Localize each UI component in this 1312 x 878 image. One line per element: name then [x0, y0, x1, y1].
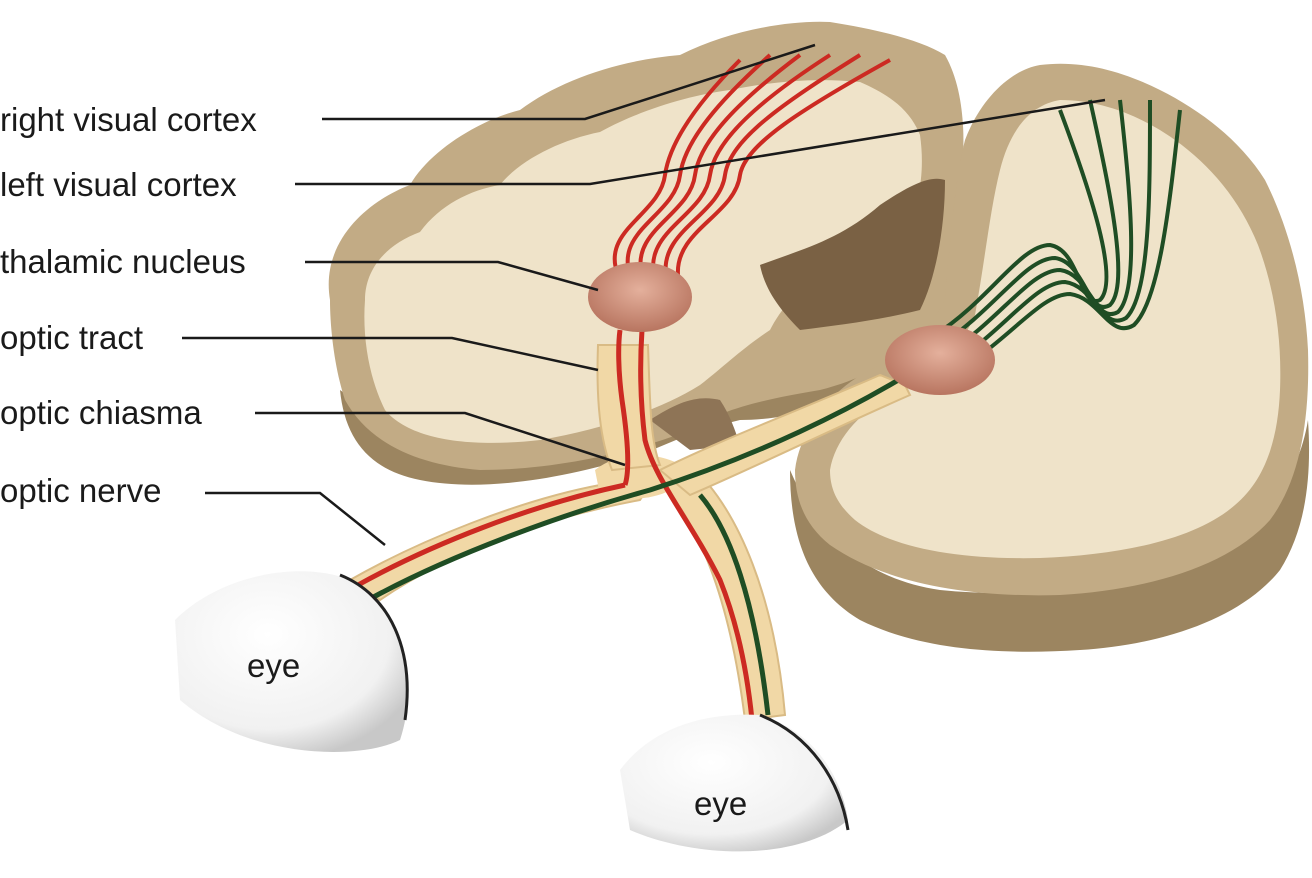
green-optic-radiation [933, 99, 1182, 374]
green-fiber-right-nerve [698, 493, 771, 716]
thalamic-nucleus-left [885, 325, 995, 395]
label-right-visual-cortex: right visual cortex [0, 101, 257, 138]
leader-thalamic-nucleus [305, 260, 599, 292]
label-eye-right: eye [694, 785, 747, 822]
label-optic-nerve: optic nerve [0, 472, 161, 509]
red-fiber-nerve [356, 482, 626, 588]
labels: right visual cortex left visual cortex t… [0, 101, 747, 822]
eye-left-outline [339, 573, 409, 721]
optic-pathway [348, 329, 917, 722]
leader-left-visual-cortex [295, 98, 1106, 186]
leader-optic-tract [182, 336, 599, 372]
label-left-visual-cortex: left visual cortex [0, 166, 237, 203]
eye-left-globe [175, 571, 408, 752]
leader-lines [182, 43, 1106, 546]
brain-slice-left-cavity [760, 178, 945, 330]
eye-right-globe [620, 714, 848, 852]
brain-slice-left-notch [650, 398, 740, 450]
label-eye-left: eye [247, 647, 300, 684]
leader-right-visual-cortex [322, 43, 816, 121]
thalamic-nucleus-right [588, 262, 692, 332]
label-thalamic-nucleus: thalamic nucleus [0, 243, 246, 280]
eye-right-outline [759, 713, 850, 831]
red-optic-radiation [612, 53, 891, 276]
brain-slice-left-white-matter [364, 80, 922, 443]
green-fiber-nerve [366, 367, 917, 603]
label-optic-tract: optic tract [0, 319, 143, 356]
brain-slice-right-edge [790, 420, 1310, 652]
leader-optic-nerve [205, 491, 386, 546]
label-optic-chiasma: optic chiasma [0, 394, 202, 431]
red-fiber-tract-2 [638, 329, 755, 721]
leader-optic-chiasma [255, 411, 626, 467]
red-fiber-crossing [616, 329, 631, 486]
